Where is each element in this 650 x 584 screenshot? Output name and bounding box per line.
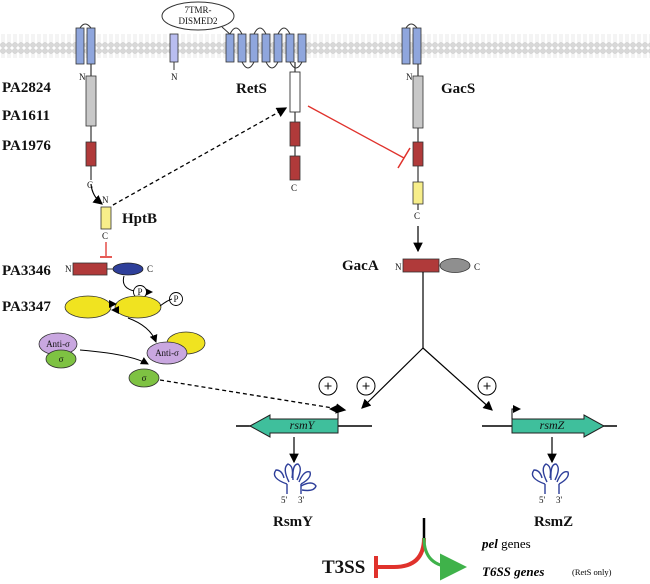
pa2824-receiver-domain <box>85 141 97 167</box>
label-pa3347: PA3347 <box>2 299 51 315</box>
plus-label-1: + <box>324 379 333 395</box>
pa2824-c-terminus: C <box>87 180 93 190</box>
plus-circle-2 <box>356 376 376 396</box>
phospho-circle-2 <box>169 292 183 306</box>
gaca-dna-binding-domain <box>439 258 471 273</box>
rsmy-gene-arrow <box>248 414 339 438</box>
pa3346-n-terminus: N <box>65 264 72 274</box>
pa2824-to-hptb-arrow <box>90 183 103 205</box>
gaca-c-terminus: C <box>474 262 480 272</box>
label-t3ss: T3SS <box>322 557 365 578</box>
pa3346-receiver-domain <box>72 262 108 276</box>
label-t6ss-genes: T6SS genes <box>482 564 544 579</box>
rets-receiver-1 <box>289 121 301 147</box>
sigma-label-left: σ <box>59 354 64 364</box>
rets-inhibits-gacs-line <box>307 105 405 159</box>
rsmy-promoter <box>329 405 339 419</box>
dismed2-label-line2: DISMED2 <box>178 16 217 26</box>
gacs-n-terminus: N <box>406 72 413 82</box>
rsmz-gene-label: rsmZ <box>540 418 565 432</box>
phospho-label-1: P <box>137 287 142 297</box>
rsmz-promoter <box>511 405 521 419</box>
pa3346-c-terminus: C <box>147 264 153 274</box>
label-pa2824: PA2824 <box>2 80 51 96</box>
pa3347-dephospho-form <box>114 295 162 319</box>
label-rsmz-rna: RsmZ <box>534 514 573 530</box>
hptb-c-terminus: C <box>102 231 108 241</box>
label-pa1976: PA1976 <box>2 138 51 154</box>
phospho-label-2: P <box>173 294 178 304</box>
pa3347-phospho-form <box>64 295 112 319</box>
t3ss-inhibition-curve <box>378 537 426 569</box>
plus-circle-3 <box>477 376 497 396</box>
dismed2-label-line1: 7TMR- <box>185 5 212 15</box>
anti-sigma-label-bound: Anti-σ <box>155 348 179 358</box>
pa3346-phosphatase-domain <box>112 262 144 276</box>
pel-rest: genes <box>498 536 531 551</box>
rsmz-three-prime: 3' <box>556 495 563 505</box>
rets-inhibits-gacs-bar <box>397 147 411 169</box>
rsmy-gene-label: rsmY <box>290 418 316 432</box>
rsmy-five-prime: 5' <box>281 495 288 505</box>
hptb-to-rets-dashed-arrow <box>112 107 288 206</box>
label-gacs: GacS <box>441 81 475 97</box>
rets-n-terminus: N <box>171 72 178 82</box>
gaca-receiver-domain <box>402 258 440 273</box>
label-rets: RetS <box>236 81 267 97</box>
pel-italic: pel <box>481 536 498 551</box>
gacs-hpt-domain <box>412 181 424 205</box>
dismed2-domain <box>161 1 235 31</box>
pa2824-protein: N C <box>75 23 97 190</box>
rets-hk-domain <box>289 71 301 113</box>
plus-circle-1 <box>318 376 338 396</box>
pa3347-release-curve <box>159 298 173 307</box>
label-hptb: HptB <box>122 211 157 227</box>
rsmz-gene-arrow <box>511 414 606 438</box>
label-pa3346: PA3346 <box>2 263 51 279</box>
pa3347-to-anti-sigma-arrow <box>127 317 158 343</box>
sigma-to-rsmy-dashed-arrow <box>159 379 347 414</box>
pa2824-gray-domain <box>85 75 97 127</box>
gaca-to-rsmz-arrow <box>422 347 493 411</box>
rsmy-three-prime: 3' <box>298 495 305 505</box>
sigma-free <box>128 368 160 388</box>
rets-receiver-2 <box>289 155 301 181</box>
rets-protein: 7TMR- DISMED2 N C <box>161 1 307 193</box>
label-rets-only: (RetS only) <box>572 567 612 577</box>
hptb-n-terminus: N <box>102 195 109 205</box>
label-gaca: GacA <box>342 258 379 274</box>
label-pel-genes: pel genes <box>481 536 531 551</box>
pa2824-n-terminus: N <box>79 72 86 82</box>
sigma-release-arrow <box>79 349 149 365</box>
t6ss-activation-curve <box>422 537 467 581</box>
gacs-protein: N C <box>401 23 424 221</box>
gaca-to-rsmy-arrow <box>361 347 424 409</box>
label-pa1611: PA1611 <box>2 108 50 124</box>
hptb-domain <box>100 206 112 230</box>
gacs-c-terminus: C <box>414 211 420 221</box>
plus-label-3: + <box>483 379 492 395</box>
lipid-membrane <box>0 34 650 58</box>
rsmz-five-prime: 5' <box>539 495 546 505</box>
rets-c-terminus: C <box>291 183 297 193</box>
gacs-gray-domain <box>412 75 424 129</box>
sigma-label-free: σ <box>142 373 147 383</box>
rsmz-rna-structure <box>531 463 569 494</box>
plus-label-2: + <box>362 379 371 395</box>
rsmy-rna-structure <box>273 463 317 494</box>
label-rsmy-rna: RsmY <box>273 514 313 530</box>
anti-sigma-bound <box>146 341 188 365</box>
gacs-receiver-domain <box>412 141 424 167</box>
sigma-complex-left <box>45 349 77 369</box>
anti-sigma-label-left: Anti-σ <box>46 339 70 349</box>
gaca-n-terminus: N <box>395 262 402 272</box>
